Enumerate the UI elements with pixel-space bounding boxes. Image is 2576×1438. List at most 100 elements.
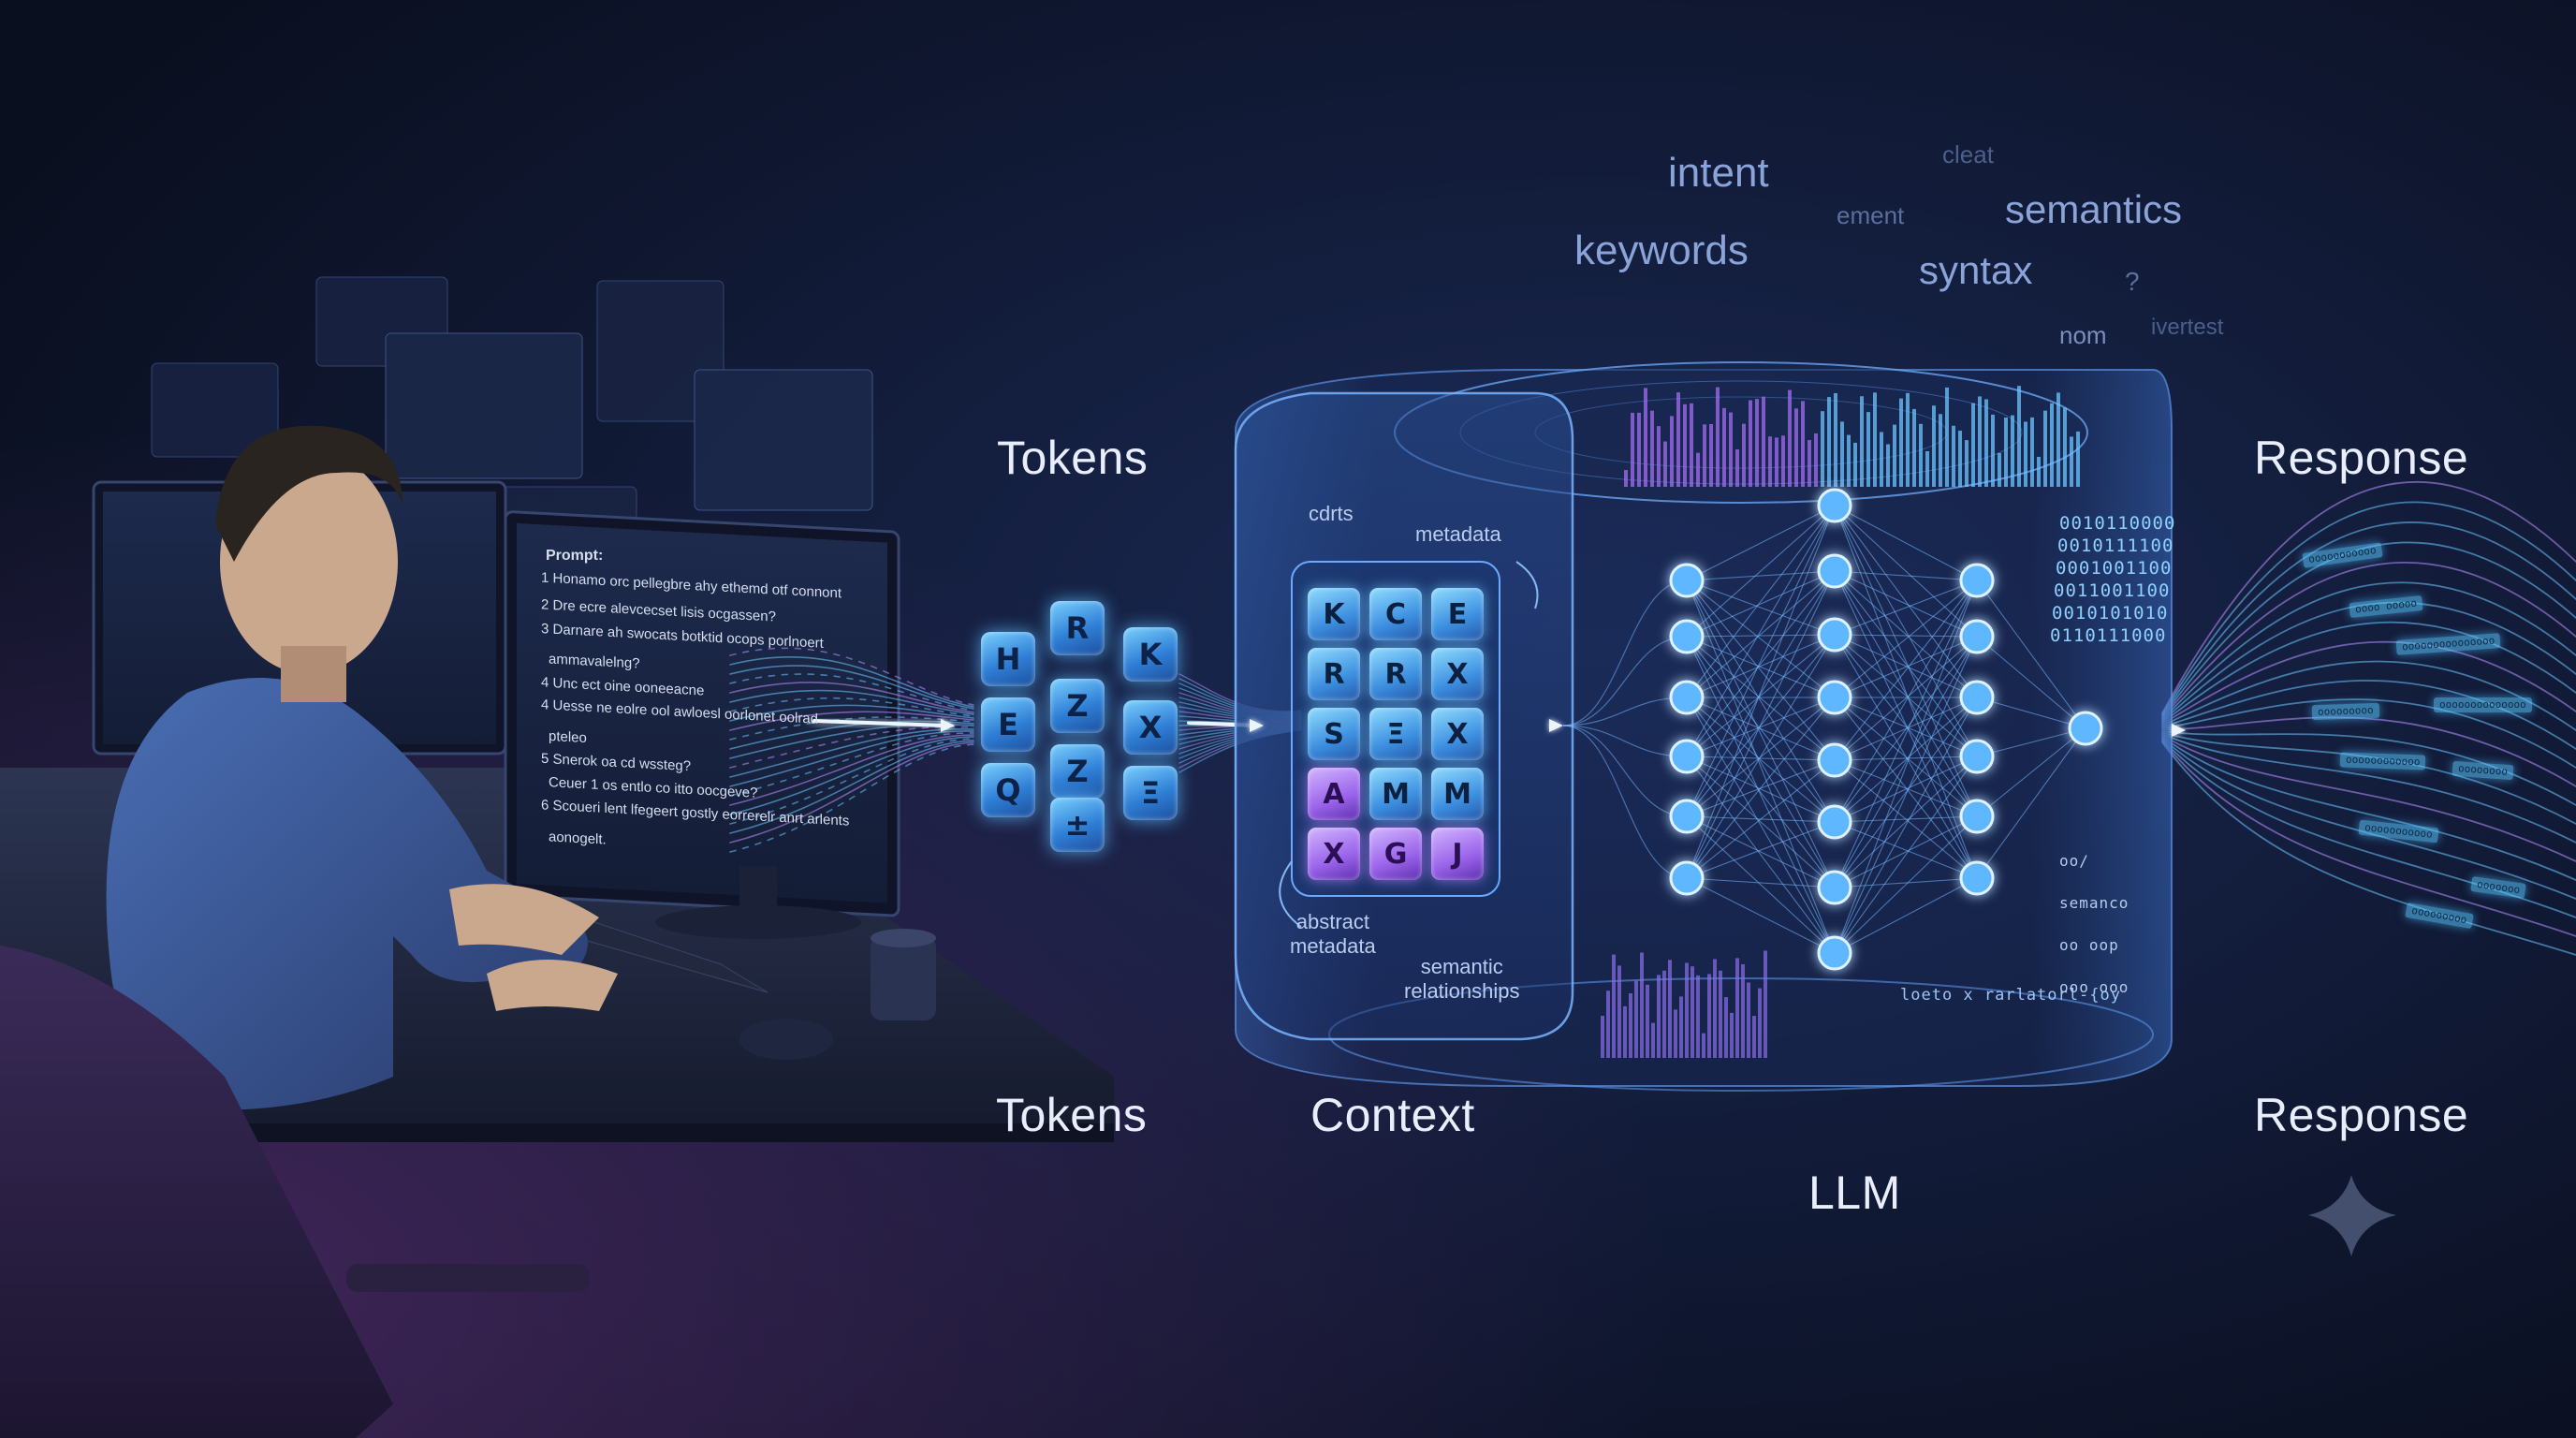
person — [106, 425, 618, 1110]
nn-input-edge — [1562, 725, 1688, 879]
nn-edge — [1834, 636, 1978, 823]
histogram-bar — [2076, 431, 2080, 487]
token-cube: K — [1123, 627, 1178, 682]
histogram-bar — [1674, 1009, 1677, 1058]
nn-edge — [1976, 697, 2086, 729]
histogram-bar — [1991, 414, 1995, 487]
context-tile: X — [1431, 708, 1484, 760]
histogram-bar — [1801, 401, 1805, 487]
histogram-bar — [2056, 392, 2060, 487]
nn-edge — [1834, 580, 1978, 698]
histogram-bar — [1640, 952, 1644, 1058]
nn-node — [1959, 739, 1995, 774]
histogram-bar — [1637, 412, 1641, 487]
nn-edge — [1686, 815, 1836, 888]
stream-out — [2161, 698, 2576, 769]
histogram-bar — [1676, 392, 1680, 487]
llm-side-label: ooo ooo — [2059, 978, 2130, 996]
nn-edge — [1834, 580, 1978, 954]
nn-edge — [1686, 580, 1836, 888]
nn-edge — [1686, 756, 1836, 823]
floating-word: cleat — [1942, 140, 1994, 169]
histogram-bar — [1741, 964, 1745, 1058]
histogram-bar — [1662, 970, 1666, 1058]
nn-edge — [1834, 505, 1978, 638]
context-tile: M — [1431, 768, 1484, 820]
nn-input-edge — [1562, 636, 1688, 726]
nn-node — [1817, 617, 1852, 653]
arrow-shaft — [812, 719, 947, 727]
nn-edge — [1976, 580, 2086, 729]
nn-edge — [1686, 570, 1836, 638]
histogram-bar — [1866, 412, 1870, 487]
histogram-bar — [1998, 452, 2001, 487]
stream-in — [729, 716, 974, 741]
histogram-bar — [1601, 1016, 1604, 1058]
histogram-bar — [2030, 417, 2034, 487]
histogram-bar — [1634, 980, 1638, 1058]
nn-edge — [1686, 570, 1836, 879]
histogram-bar — [2017, 386, 2021, 487]
nn-node — [1669, 860, 1705, 896]
floating-word: ement — [1837, 201, 1905, 229]
histogram-bar — [1880, 432, 1883, 487]
nn-edge — [1686, 697, 1836, 757]
histogram-bar — [1808, 440, 1811, 487]
binary-row: 0010110000 — [2059, 513, 2176, 534]
nn-connections — [1686, 505, 2086, 954]
histogram-bar — [1657, 975, 1661, 1058]
nn-edge — [1686, 634, 1836, 879]
nn-edge — [1834, 580, 1978, 888]
histogram-bar — [1758, 988, 1762, 1058]
nn-edge — [1834, 634, 1978, 817]
context-tile: S — [1308, 708, 1360, 760]
histogram-bar — [1834, 392, 1837, 487]
token-cube: Ξ — [1123, 766, 1178, 820]
nn-node — [2068, 711, 2103, 746]
context-label-top-left: cdrts — [1309, 502, 1354, 525]
nn-edge — [1834, 697, 1978, 954]
histogram-bar — [1668, 960, 1672, 1058]
histogram-bar — [1703, 424, 1706, 487]
floating-word: intent — [1668, 150, 1769, 196]
nn-node — [1669, 563, 1705, 598]
nn-edge — [1686, 570, 1836, 698]
nn-edge — [1976, 636, 2086, 729]
histogram-bar — [1685, 962, 1689, 1058]
histogram-bar — [1945, 387, 1949, 487]
floating-word: ? — [2125, 267, 2140, 296]
histogram-bar — [1919, 423, 1923, 487]
nn-edge — [1686, 505, 1836, 581]
nn-edge — [1834, 636, 1978, 888]
token-cube: Z — [1050, 744, 1105, 799]
nn-edge — [1834, 815, 1978, 888]
stream-out — [2161, 741, 2576, 956]
nn-edge — [1834, 580, 1978, 823]
histogram-bar — [2024, 421, 2027, 487]
stream-out — [2161, 621, 2576, 724]
nn-node — [1669, 680, 1705, 715]
llm-side-label: oo oop — [2059, 936, 2119, 954]
stream-in — [729, 738, 974, 825]
nn-edge — [1686, 815, 1836, 954]
stream-in — [729, 734, 974, 806]
nn-edge — [1834, 505, 1978, 757]
cylinder-histograms — [1601, 386, 2080, 1058]
histogram-bar — [1702, 1033, 1705, 1058]
histogram-bar — [1679, 996, 1683, 1058]
nn-edge — [1834, 570, 1978, 879]
nn-node — [1959, 680, 1995, 715]
histogram-bar — [1958, 431, 1962, 487]
histogram-bar — [1886, 444, 1890, 487]
nn-node — [1959, 563, 1995, 598]
nn-edge — [1686, 505, 1836, 879]
histogram-bar — [1690, 403, 1693, 487]
histogram-bar — [1873, 392, 1877, 487]
stream-in — [729, 665, 974, 710]
prompt-line: pteleo — [549, 727, 587, 747]
context-tile: R — [1308, 648, 1360, 700]
histogram-bar — [1925, 451, 1929, 487]
histogram-bar — [1827, 397, 1831, 487]
stream-in — [729, 704, 974, 722]
nn-edge — [1834, 505, 1978, 879]
